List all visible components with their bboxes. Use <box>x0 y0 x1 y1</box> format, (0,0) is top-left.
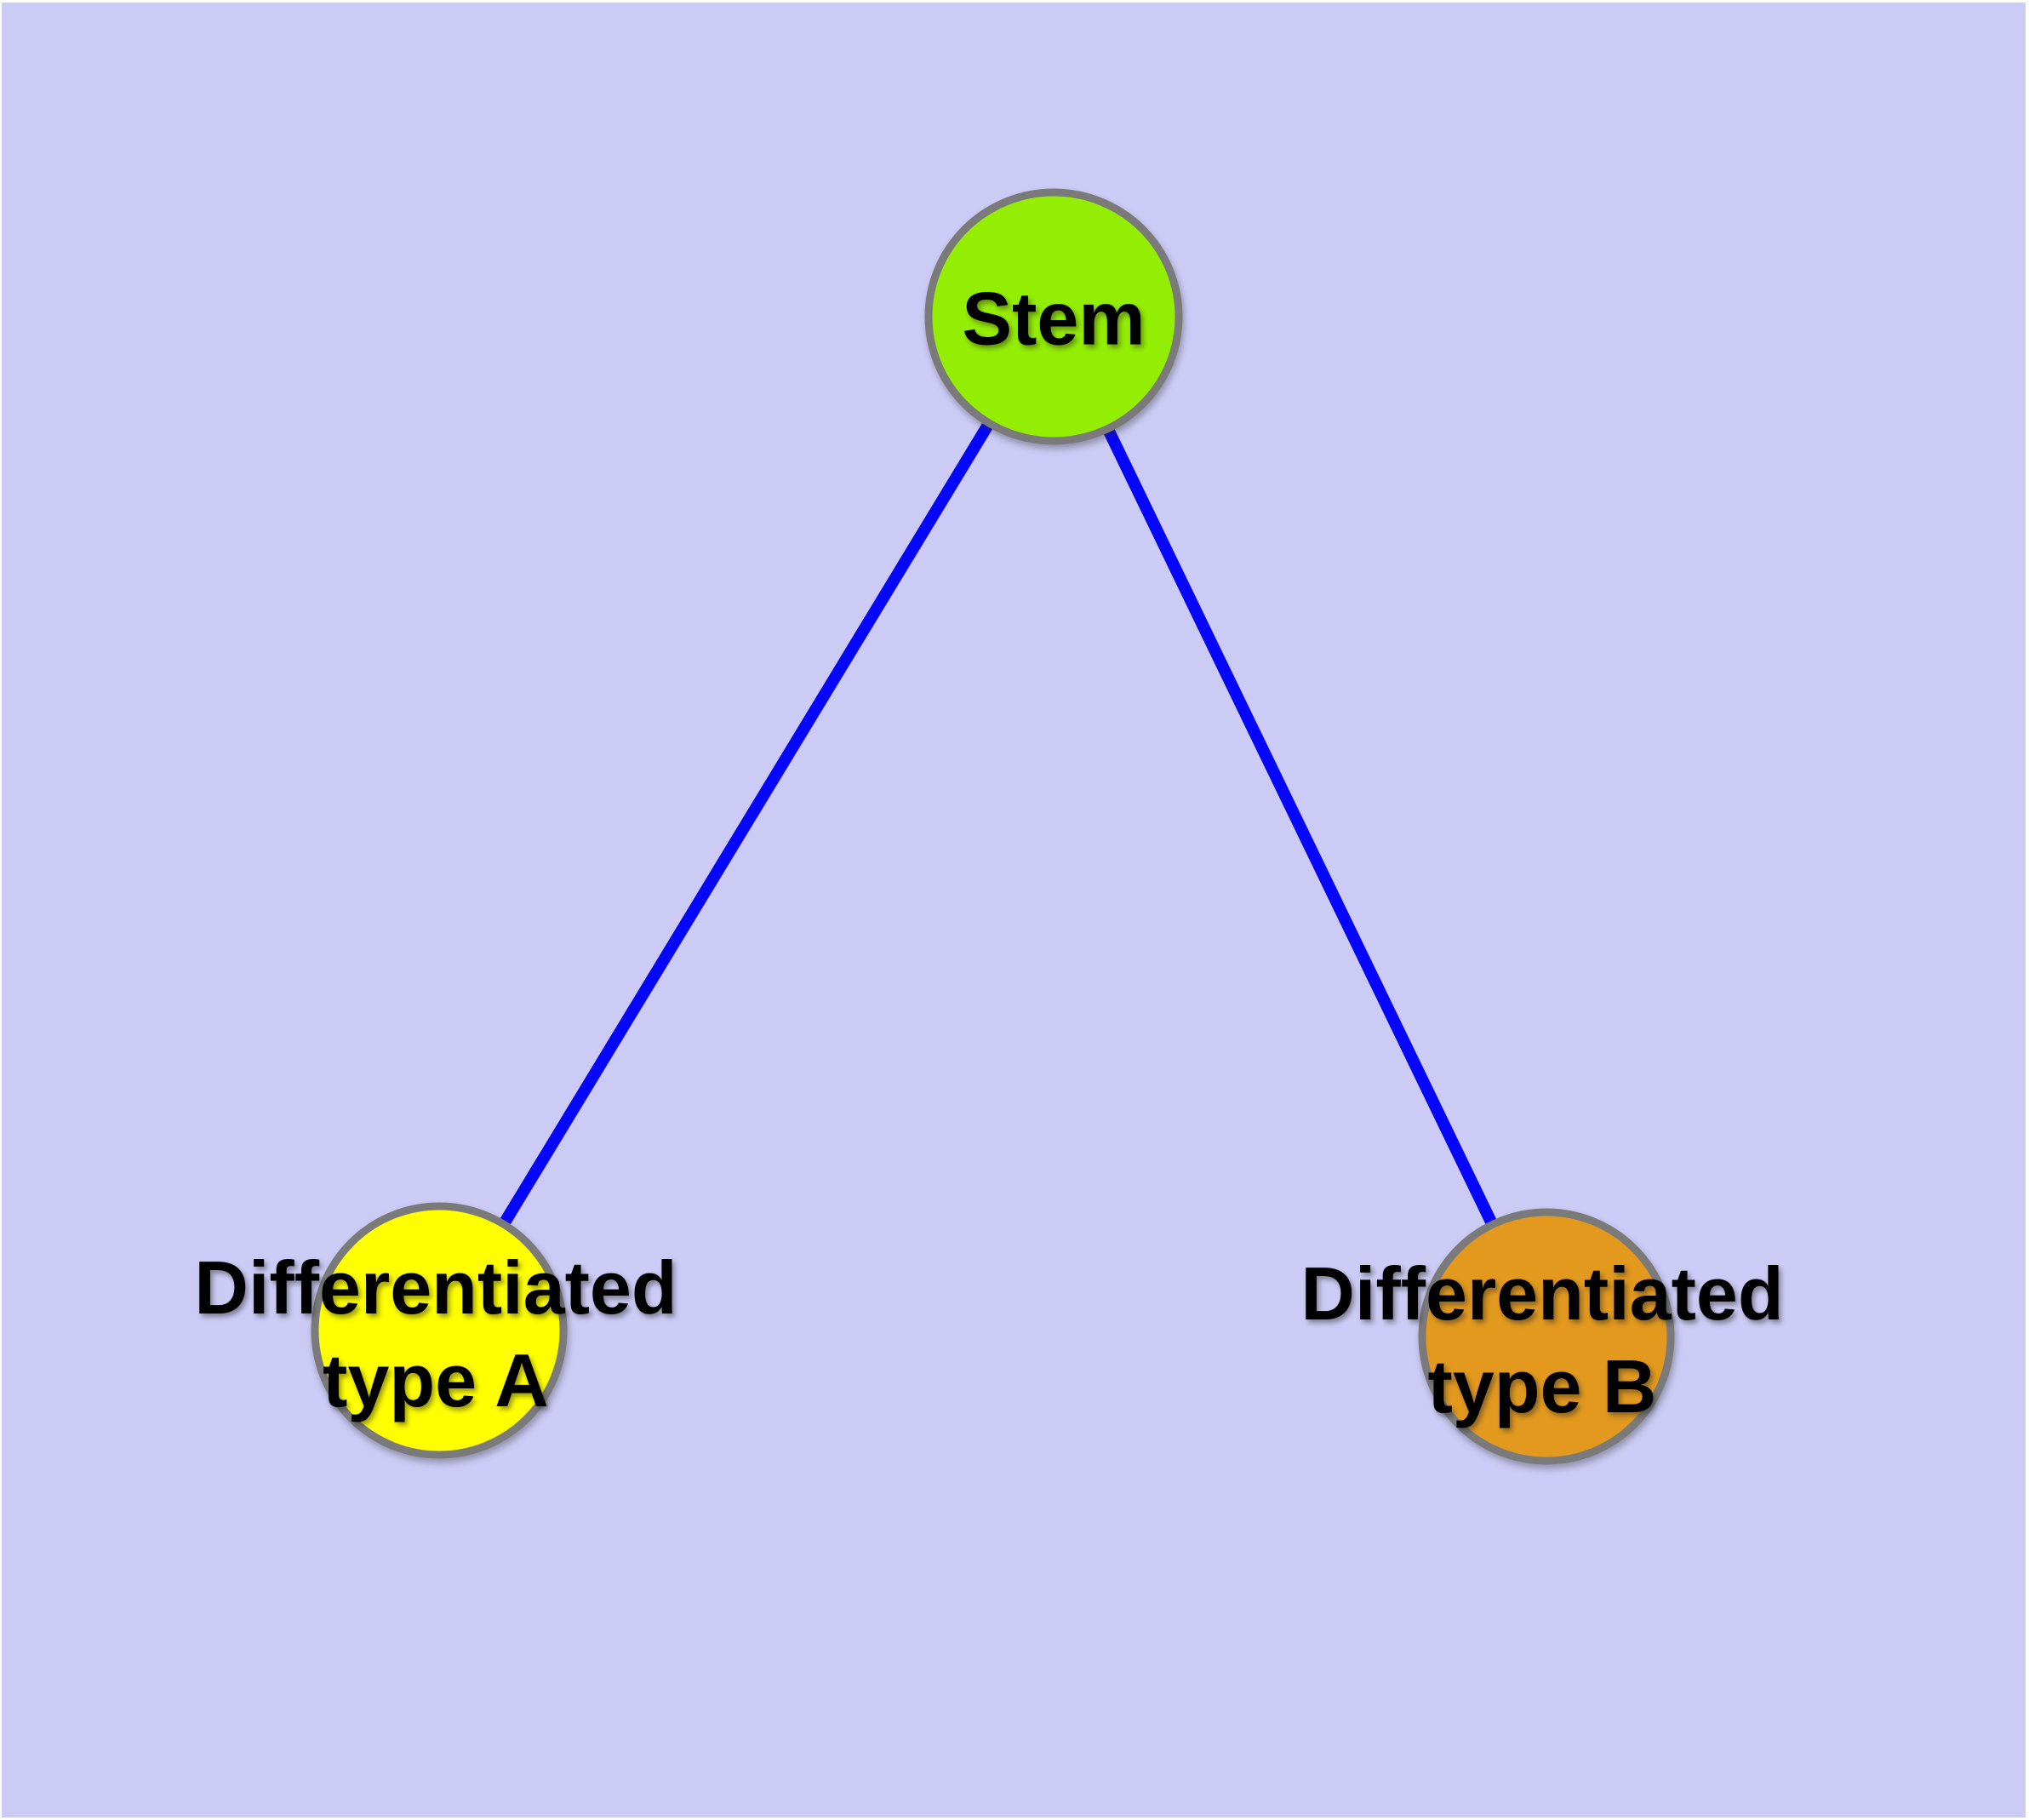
node-label-differentiated-type-a: Differentiated type A <box>194 1241 677 1427</box>
label-line: Differentiated <box>1300 1251 1784 1336</box>
node-differentiated-type-a[interactable] <box>311 1202 568 1459</box>
edge-stem-to-type-a[interactable] <box>434 313 1059 1334</box>
label-line: type B <box>1427 1344 1657 1428</box>
edge-stem-to-type-b[interactable] <box>1048 313 1552 1340</box>
node-stem[interactable] <box>924 188 1183 445</box>
node-label-differentiated-type-b: Differentiated type B <box>1300 1247 1783 1433</box>
node-label-stem: Stem <box>962 272 1145 365</box>
label-line: type A <box>323 1338 549 1422</box>
label-line: Stem <box>962 276 1146 361</box>
label-line: Differentiated <box>194 1245 677 1330</box>
node-differentiated-type-b[interactable] <box>1418 1208 1675 1465</box>
